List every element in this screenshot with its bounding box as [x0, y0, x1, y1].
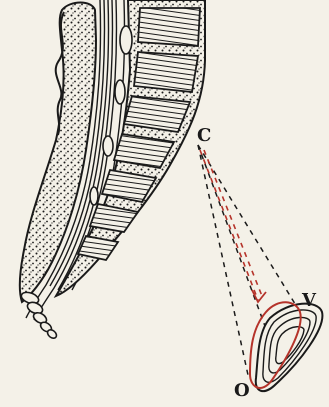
label-v: V [301, 290, 317, 311]
label-o: O [234, 380, 250, 401]
red-projection-line [200, 150, 258, 300]
vertebra-2 [134, 52, 198, 92]
label-c: C [197, 125, 211, 146]
projection-lines-red [200, 150, 262, 300]
organ [256, 304, 323, 391]
projection-line-to-v [198, 145, 300, 312]
vertebra-1 [138, 8, 200, 46]
red-projection-line-2 [204, 150, 262, 296]
coccyx [20, 290, 58, 340]
